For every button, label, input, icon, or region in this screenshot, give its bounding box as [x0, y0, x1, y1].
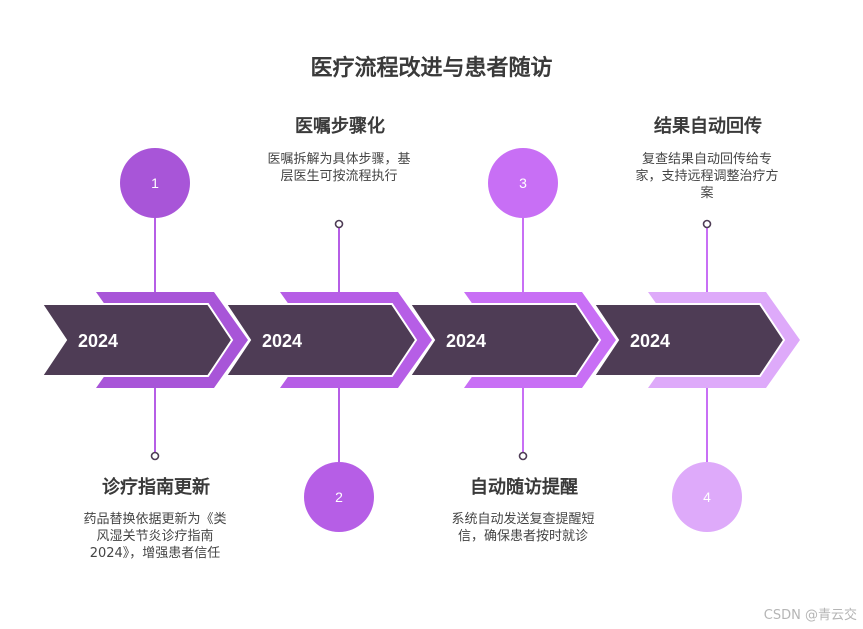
year-label-1: 2024 — [78, 331, 118, 351]
step-circle-1 — [120, 148, 190, 218]
step-description-1: 药品替换依据更新为《类风湿关节炎诊疗指南 2024》，增强患者信任 — [83, 512, 227, 561]
connector-dot-4 — [702, 219, 712, 229]
step-description-4: 复查结果自动回传给专家，支持远程调整治疗方案 — [635, 152, 779, 201]
step-title-3: 自动随访提醒 — [470, 477, 578, 498]
step-description-2: 医嘱拆解为具体步骤，基层医生可按流程执行 — [267, 152, 411, 184]
connector-dot-3 — [518, 451, 528, 461]
chevron-body-2 — [224, 303, 418, 377]
diagram-title: 医疗流程改进与患者随访 — [310, 56, 553, 81]
step-title-2: 医嘱步骤化 — [295, 116, 385, 137]
chevron-body-4 — [592, 303, 786, 377]
chevron-body-1 — [40, 303, 234, 377]
step-description-3: 系统自动发送复查提醒短信，确保患者按时就诊 — [451, 512, 595, 544]
step-title-4: 结果自动回传 — [654, 116, 762, 137]
year-label-2: 2024 — [262, 331, 302, 351]
chevron-1 — [40, 292, 248, 388]
chevron-body-3 — [408, 303, 602, 377]
chevron-4 — [592, 292, 800, 388]
chevron-2 — [224, 292, 432, 388]
step-number-1: 1 — [151, 175, 159, 191]
step-title-1: 诊疗指南更新 — [102, 477, 210, 498]
year-label-4: 2024 — [630, 331, 670, 351]
step-number-4: 4 — [703, 489, 711, 505]
year-label-3: 2024 — [446, 331, 486, 351]
watermark: CSDN @青云交 — [763, 608, 857, 623]
connector-dot-2 — [334, 219, 344, 229]
step-circle-4 — [672, 462, 742, 532]
step-number-2: 2 — [335, 489, 343, 505]
chevron-3 — [408, 292, 616, 388]
connector-dot-1 — [150, 451, 160, 461]
step-circle-3 — [488, 148, 558, 218]
step-circle-2 — [304, 462, 374, 532]
step-number-3: 3 — [519, 175, 527, 191]
